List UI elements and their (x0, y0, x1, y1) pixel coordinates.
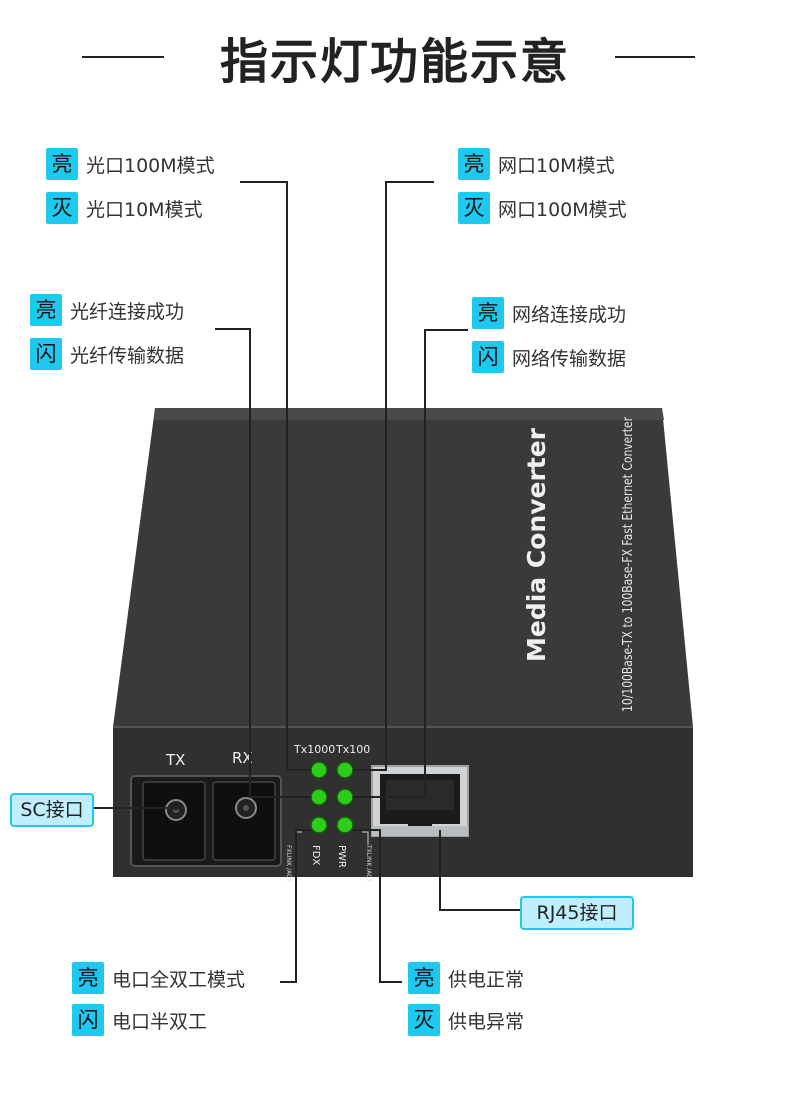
tx-label: TX (165, 751, 185, 769)
annotation-text: 网口10M模式 (498, 154, 615, 177)
leader-duplex (280, 829, 311, 983)
led-label-fxlink: FXLINK /ACT (285, 845, 292, 882)
rj45-port-shield (372, 826, 468, 836)
led-label-pwr: PWR (336, 845, 347, 868)
annotation-text: 电口全双工模式 (112, 968, 246, 991)
rj45-port-inner (386, 780, 454, 810)
led-label-fdx: FDX (310, 845, 321, 865)
badge-on: 亮 (72, 962, 104, 994)
led-pwr (336, 816, 354, 834)
annotation-text: 光纤连接成功 (70, 300, 185, 323)
leader-power (353, 829, 402, 983)
annotation-power-on: 亮 供电正常 (408, 960, 524, 996)
annotation-text: 供电异常 (448, 1010, 525, 1033)
annotation-eth-link-flash: 闪 网络传输数据 (472, 339, 626, 375)
page-title: 指示灯功能示意 (219, 34, 570, 90)
badge-off: 灭 (46, 192, 78, 224)
leader-rj45 (439, 830, 520, 911)
leader-dot-sc (173, 805, 179, 811)
leader-lines (92, 181, 520, 983)
annotation-text: 网络连接成功 (512, 303, 627, 326)
led-bracket-right (362, 831, 369, 845)
led-tx100 (336, 761, 354, 779)
leader-fiber-speed (240, 181, 311, 771)
device-top-face (113, 408, 693, 727)
sc-port-label: SC接口 (10, 793, 94, 827)
annotation-fiber-link-on: 亮 光纤连接成功 (30, 292, 184, 328)
device-top-highlight (154, 408, 664, 420)
annotation-text: 光口10M模式 (86, 198, 203, 221)
badge-on: 亮 (46, 148, 78, 180)
badge-flash: 闪 (472, 341, 504, 373)
annotation-eth-speed-on: 亮 网口10M模式 (458, 146, 615, 182)
led-label-tx1000: Tx1000 (293, 743, 335, 756)
annotation-duplex-on: 亮 电口全双工模式 (72, 960, 245, 996)
badge-on: 亮 (472, 297, 504, 329)
device-model-text: 10/100Base-TX to 100Base-FX Fast Etherne… (621, 416, 636, 712)
led-label-tx100: Tx100 (335, 743, 370, 756)
title-rule-left (82, 56, 164, 58)
device-brand-text: Media Converter (522, 427, 551, 662)
leader-fiber-link (215, 328, 311, 798)
rx-label: RX (232, 749, 253, 767)
annotation-text: 光纤传输数据 (70, 344, 185, 367)
annotation-power-off: 灭 供电异常 (408, 1002, 524, 1038)
annotation-eth-link-on: 亮 网络连接成功 (472, 295, 626, 331)
led-fxlink (310, 788, 328, 806)
leader-eth-speed (353, 181, 434, 771)
led-label-txlink: TXLINK /ACT (365, 844, 372, 882)
badge-flash: 闪 (72, 1004, 104, 1036)
leader-eth-link (353, 329, 468, 798)
rj45-port-latch (408, 812, 432, 826)
sc-port-rx (212, 781, 276, 861)
annotation-duplex-flash: 闪 电口半双工 (72, 1002, 207, 1038)
annotation-text: 网络传输数据 (512, 347, 627, 370)
annotation-fiber-speed-on: 亮 光口100M模式 (46, 146, 215, 182)
title-rule-right (615, 56, 695, 58)
sc-ferrule-rx-core (243, 805, 249, 811)
annotation-fiber-speed-off: 灭 光口10M模式 (46, 190, 203, 226)
led-txlink (336, 788, 354, 806)
annotation-text: 光口100M模式 (86, 154, 215, 177)
badge-off: 灭 (408, 1004, 440, 1036)
led-fdx (310, 816, 328, 834)
annotation-text: 供电正常 (448, 968, 525, 991)
sc-port-tx (142, 781, 206, 861)
badge-flash: 闪 (30, 338, 62, 370)
badge-off: 灭 (458, 192, 490, 224)
rj45-port-label: RJ45接口 (520, 896, 634, 930)
annotation-text: 网口100M模式 (498, 198, 627, 221)
badge-on: 亮 (458, 148, 490, 180)
annotation-text: 电口半双工 (112, 1010, 208, 1033)
annotation-fiber-link-flash: 闪 光纤传输数据 (30, 336, 184, 372)
led-tx1000 (310, 761, 328, 779)
annotation-eth-speed-off: 灭 网口100M模式 (458, 190, 627, 226)
badge-on: 亮 (30, 294, 62, 326)
badge-on: 亮 (408, 962, 440, 994)
